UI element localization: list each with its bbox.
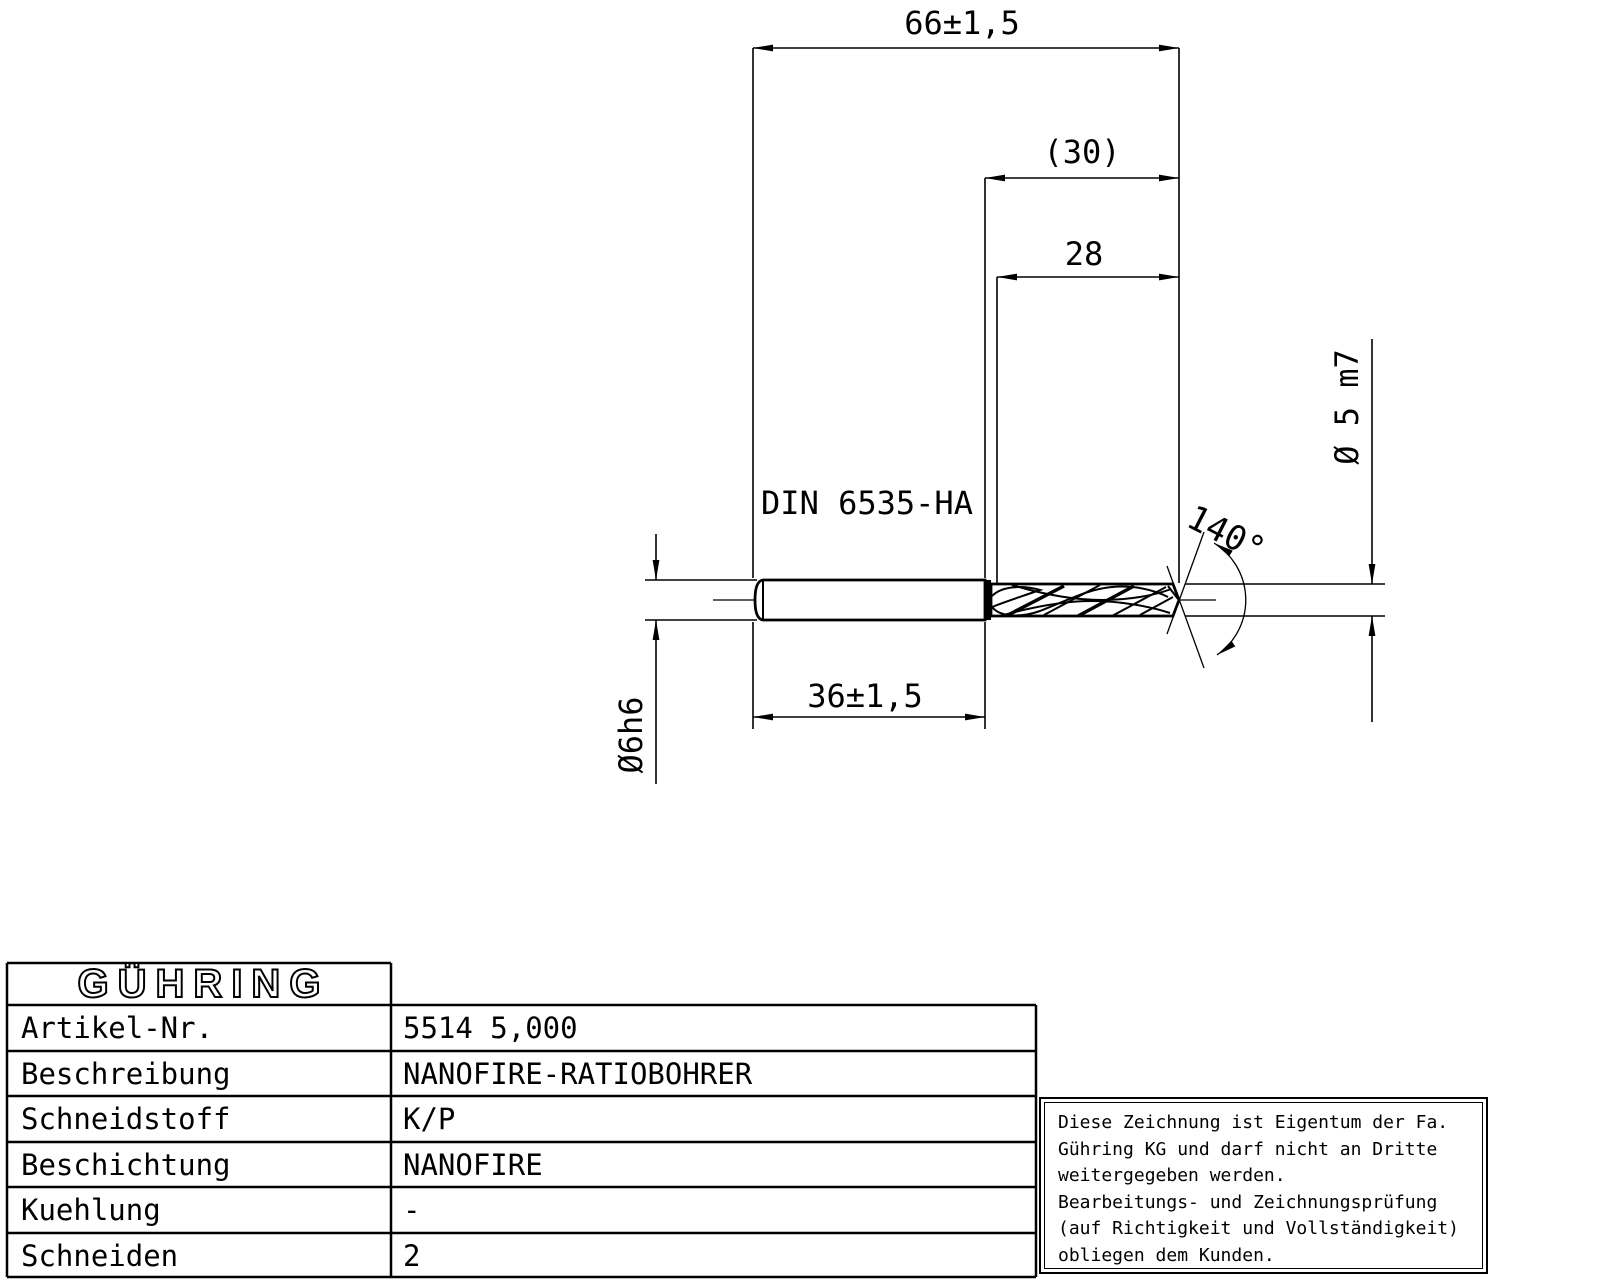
row-value: 5514 5,000: [403, 1010, 578, 1045]
row-value: 2: [403, 1238, 421, 1273]
row-value: NANOFIRE: [403, 1147, 543, 1182]
disclaimer-inner-border: Diese Zeichnung ist Eigentum der Fa. Güh…: [1044, 1102, 1483, 1269]
table-row: Beschreibung NANOFIRE-RATIOBOHRER: [7, 1051, 1036, 1096]
row-label: Artikel-Nr.: [21, 1010, 214, 1045]
row-label: Schneiden: [21, 1238, 179, 1273]
disclaimer-line: Bearbeitungs- und Zeichnungsprüfung: [1058, 1191, 1438, 1213]
row-label: Beschichtung: [21, 1147, 231, 1182]
disclaimer-line: weitergegeben werden.: [1058, 1165, 1286, 1186]
table-row: Schneiden 2: [7, 1233, 1036, 1278]
row-label: Schneidstoff: [21, 1101, 231, 1136]
guehring-logo: GÜHRING: [77, 961, 330, 1007]
row-label: Beschreibung: [21, 1056, 231, 1091]
disclaimer-line: (auf Richtigkeit und Vollständigkeit): [1058, 1218, 1459, 1239]
table-row: Artikel-Nr. 5514 5,000: [7, 1005, 1036, 1050]
row-value: K/P: [403, 1101, 456, 1136]
table-grid: [5, 961, 1038, 1279]
table-row: Schneidstoff K/P: [7, 1096, 1036, 1141]
disclaimer-line: obliegen dem Kunden.: [1058, 1244, 1275, 1266]
shank-norm-label: DIN 6535-HA: [761, 484, 973, 522]
dim-flute-length-ref-label: (30): [1043, 133, 1121, 171]
disclaimer-box: Diese Zeichnung ist Eigentum der Fa. Güh…: [1039, 1097, 1488, 1274]
dim-shank-length-label: 36±1,5: [807, 677, 923, 715]
row-value: NANOFIRE-RATIOBOHRER: [403, 1056, 753, 1091]
dim-shank-diameter-label: Ø6h6: [612, 696, 650, 774]
dimension-lines: [652, 44, 1376, 784]
dim-overall-length-label: 66±1,5: [904, 4, 1020, 42]
row-label: Kuehlung: [21, 1192, 161, 1227]
disclaimer-line: Gühring KG und darf nicht an Dritte: [1058, 1138, 1438, 1160]
row-value: -: [403, 1192, 421, 1227]
dim-drill-diameter-label: Ø 5 m7: [1328, 349, 1366, 465]
extension-lines: [645, 48, 1385, 729]
table-row: Beschichtung NANOFIRE: [7, 1142, 1036, 1187]
drill-flutes: [991, 584, 1179, 618]
logo-cell: GÜHRING: [7, 961, 391, 1007]
table-row: Kuehlung -: [7, 1187, 1036, 1232]
dim-flute-length-label: 28: [1064, 235, 1104, 273]
disclaimer-line: Diese Zeichnung ist Eigentum der Fa.: [1058, 1112, 1449, 1133]
